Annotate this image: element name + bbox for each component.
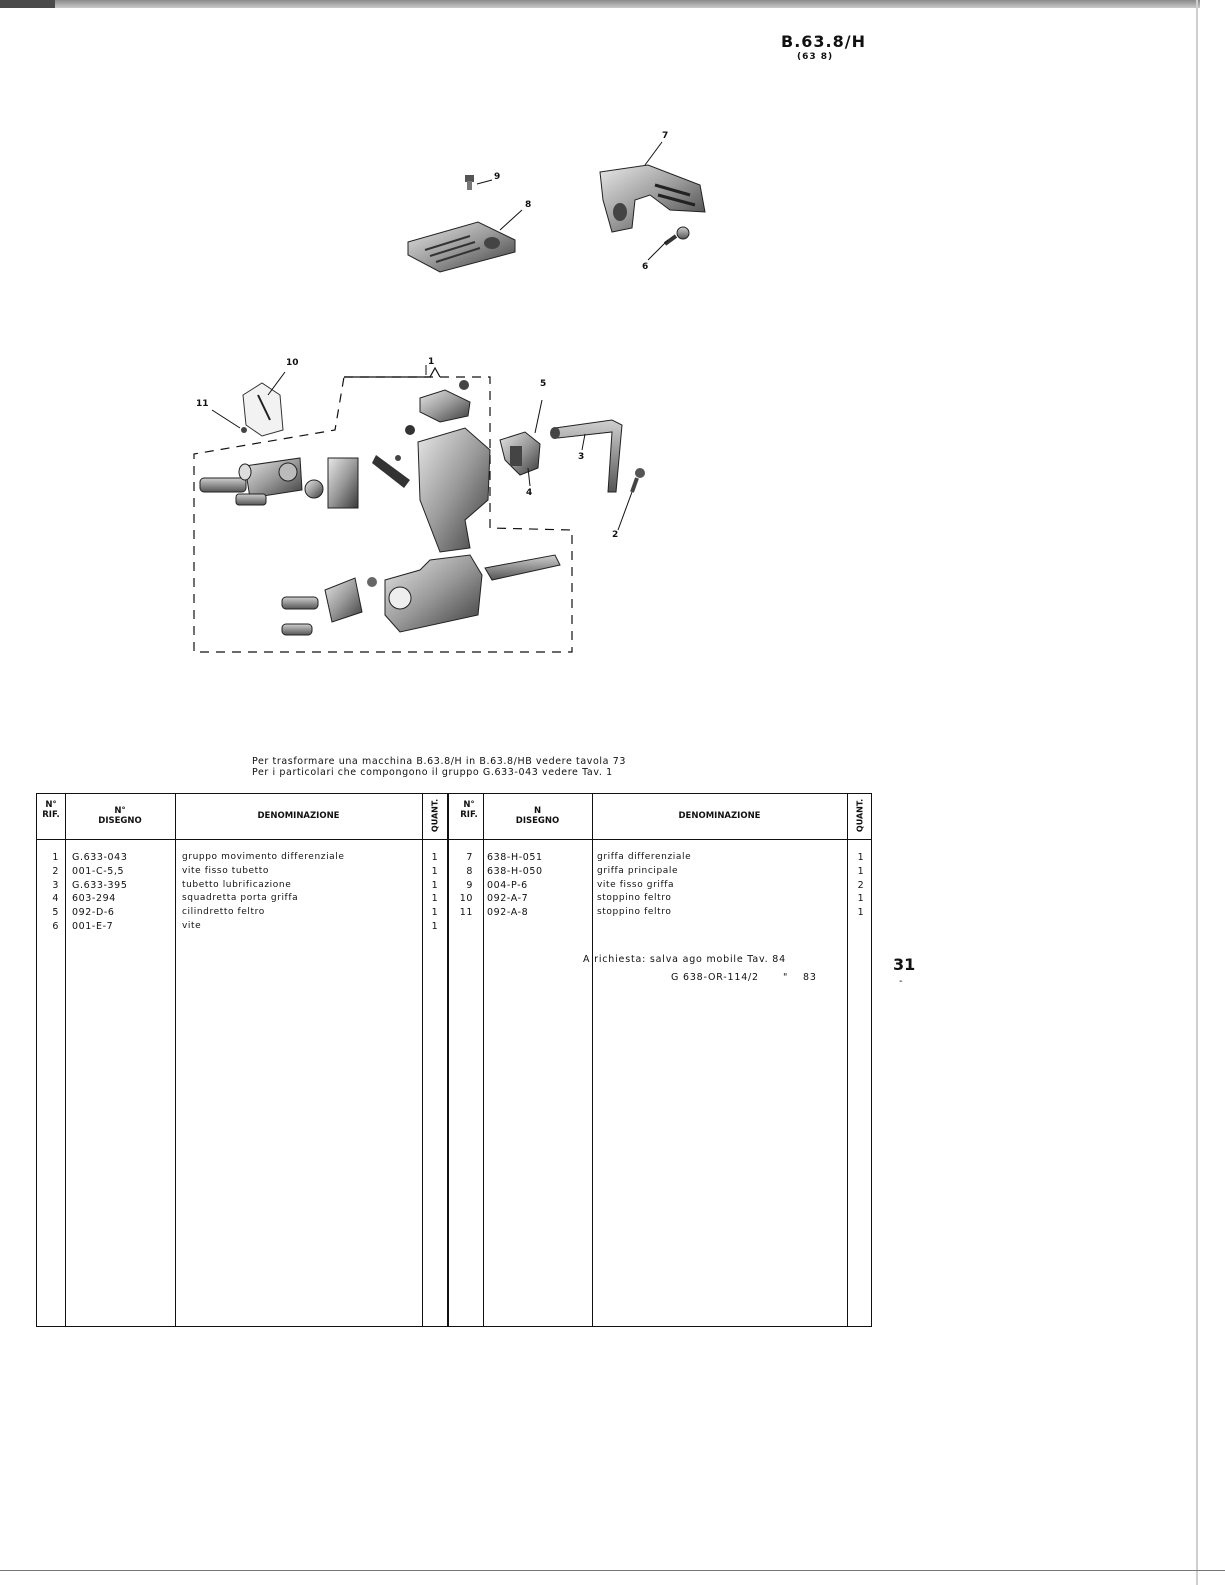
table-row: G.633-395 (72, 879, 128, 891)
left-rif-column: 1 2 3 4 5 6 (37, 851, 59, 934)
part-9-screw (465, 175, 474, 190)
table-row: griffa differenziale (597, 852, 692, 862)
table-subcode: (63 8) (797, 52, 834, 62)
table-row: 092-D-6 (72, 907, 115, 919)
request-line-2-tav: 83 (803, 972, 817, 983)
table-row: 1 (431, 907, 439, 919)
table-row: vite fisso griffa (597, 879, 675, 890)
header-divider (37, 839, 871, 840)
header-rif-2: N°RIF. (460, 800, 478, 820)
table-row: 1 (431, 852, 439, 863)
table-row: 8 (466, 865, 473, 877)
table-row: 001-E-7 (72, 920, 114, 932)
callout-5: 5 (540, 379, 547, 389)
right-denominazione-column: griffa differenziale griffa principale v… (597, 851, 691, 920)
table-row: 10 (459, 893, 473, 905)
scan-top-border-dark (0, 0, 55, 8)
table-row: 9 (466, 879, 473, 891)
table-row: stoppino feltro (597, 907, 672, 918)
left-disegno-column: G.633-043 001-C-5,5 G.633-395 603-294 09… (72, 851, 127, 934)
part-8-main-feed-dog (407, 221, 516, 273)
table-row: 1 (431, 865, 439, 877)
part-2-screw (630, 468, 645, 493)
table-row: griffa principale (597, 865, 679, 876)
table-row: vite fisso tubetto (182, 865, 270, 876)
header-quant: QUANT. (430, 798, 440, 833)
left-denominazione-column: gruppo movimento differenziale vite fiss… (182, 851, 345, 934)
part-1-lower-assembly (281, 554, 561, 636)
table-row: vite (182, 920, 202, 931)
table-row: 1 (431, 879, 439, 891)
table-row: cilindretto feltro (182, 907, 265, 918)
right-rif-column: 7 8 9 10 11 (449, 851, 473, 920)
table-row: 1 (431, 893, 439, 905)
callout-4: 4 (526, 488, 533, 498)
part-6-screw (663, 226, 690, 246)
callout-11: 11 (196, 399, 209, 409)
request-line-2-code: G 638-OR-114/2 (671, 972, 759, 983)
table-row: 004-P-6 (487, 879, 528, 891)
callout-10: 10 (286, 358, 299, 368)
table-row: 1 (857, 907, 865, 919)
table-row: 5 (52, 907, 59, 919)
table-row: 092-A-8 (487, 907, 529, 919)
table-row: 4 (52, 893, 59, 905)
callout-6: 6 (642, 262, 649, 272)
callout-7: 7 (662, 131, 669, 141)
table-row: 7 (466, 852, 473, 863)
page-number: 31 (893, 955, 916, 974)
note-group-details: Per i particolari che compongono il grup… (252, 767, 613, 778)
parts-table: N°RIF. N°DISEGNO DENOMINAZIONE QUANT. N°… (36, 793, 872, 1327)
table-row: 092-A-7 (487, 893, 529, 905)
header-quant-2: QUANT. (855, 798, 865, 833)
table-row: 638-H-050 (487, 865, 543, 877)
table-row: tubetto lubrificazione (182, 879, 292, 890)
table-row: 6 (52, 920, 59, 932)
header-denominazione-2: DENOMINAZIONE (678, 811, 761, 821)
callout-8: 8 (525, 200, 532, 210)
table-row: 638-H-051 (487, 852, 543, 863)
part-4-feed-bracket (499, 431, 541, 476)
header-rif: N°RIF. (42, 800, 60, 820)
callout-1: 1 (428, 357, 435, 367)
scan-top-border (0, 0, 1200, 8)
page-mark: - (899, 976, 903, 987)
right-quant-column: 1 1 2 1 1 (855, 851, 867, 920)
table-row: stoppino feltro (597, 893, 672, 904)
header-denominazione: DENOMINAZIONE (257, 811, 340, 821)
table-row: gruppo movimento differenziale (182, 852, 345, 862)
scan-right-edge (1196, 0, 1198, 1585)
left-quant-column: 1 1 1 1 1 1 (429, 851, 441, 934)
table-row: G.633-043 (72, 852, 128, 863)
scan-bottom-edge (0, 1570, 1225, 1571)
table-row: 3 (52, 879, 59, 891)
header-disegno: N°DISEGNO (98, 806, 142, 826)
table-row: 001-C-5,5 (72, 865, 125, 877)
table-row: squadretta porta griffa (182, 893, 299, 904)
part-1-differential-assembly (199, 380, 491, 553)
exploded-parts-illustration (193, 141, 706, 653)
table-code: B.63.8/H (781, 32, 866, 51)
table-row: 603-294 (72, 893, 116, 905)
callout-2: 2 (612, 530, 619, 540)
request-line-1: A richiesta: salva ago mobile Tav. 84 (583, 954, 786, 965)
table-row: 11 (459, 907, 473, 919)
callout-9: 9 (494, 172, 501, 182)
part-7-differential-feed-dog (599, 164, 706, 233)
table-row: 1 (857, 893, 865, 905)
right-disegno-column: 638-H-051 638-H-050 004-P-6 092-A-7 092-… (487, 851, 543, 920)
table-row: 1 (857, 865, 865, 877)
part-3-oil-tube (550, 419, 623, 493)
table-row: 1 (857, 852, 865, 863)
table-row: 2 (857, 879, 865, 891)
request-line-2-ditto: " (783, 972, 789, 983)
table-row: 1 (52, 852, 59, 863)
part-10-felt-wick (242, 382, 284, 437)
callout-3: 3 (578, 452, 585, 462)
table-row: 2 (52, 865, 59, 877)
note-conversion: Per trasformare una macchina B.63.8/H in… (252, 756, 626, 767)
table-row: 1 (431, 920, 439, 932)
